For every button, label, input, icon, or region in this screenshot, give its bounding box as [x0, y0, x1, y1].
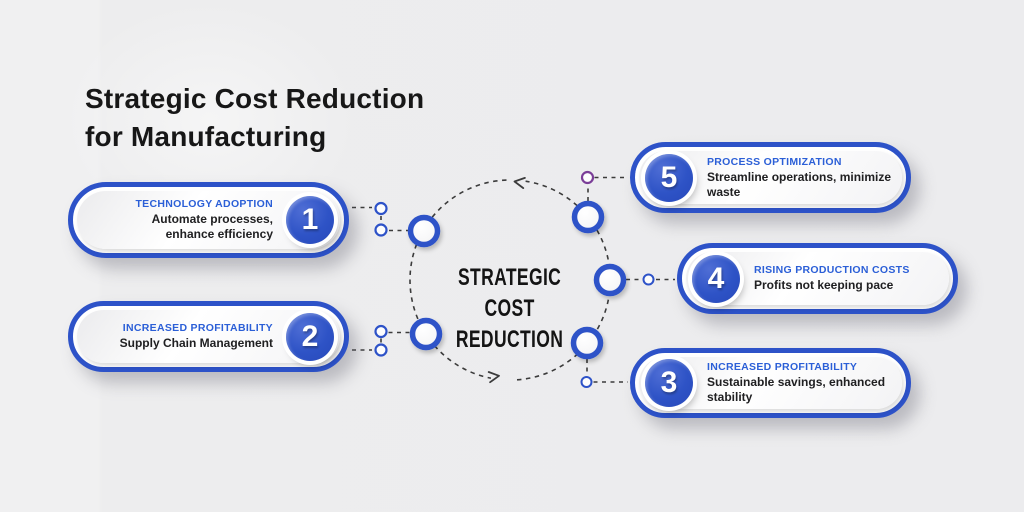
card-process-optimization: 5 PROCESS OPTIMIZATION Streamline operat… — [630, 142, 911, 213]
card-text-block: TECHNOLOGY ADOPTION Automate processes, … — [135, 198, 273, 242]
step-number-badge: 2 — [286, 312, 334, 361]
purple-dot — [580, 170, 595, 185]
node-step-1 — [407, 214, 441, 248]
step-number-badge: 3 — [645, 359, 693, 407]
card-increased-profitability-right: 3 INCREASED PROFITABILITY Sustainable sa… — [630, 348, 911, 418]
card-surface: TECHNOLOGY ADOPTION Automate processes, … — [77, 191, 340, 249]
blue-dot — [580, 376, 593, 388]
step-number-badge: 4 — [692, 254, 740, 303]
card-text-block: RISING PRODUCTION COSTS Profits not keep… — [754, 264, 910, 293]
card-subtitle: Profits not keeping pace — [754, 278, 894, 292]
blue-dot — [374, 343, 388, 357]
card-title: RISING PRODUCTION COSTS — [754, 264, 910, 276]
card-surface: 4 RISING PRODUCTION COSTS Profits not ke… — [686, 252, 949, 305]
card-text-block: PROCESS OPTIMIZATION Streamline operatio… — [707, 156, 891, 200]
page-title: Strategic Cost Reduction for Manufacturi… — [85, 83, 425, 152]
dashed-connectors — [352, 176, 675, 383]
blue-dot — [642, 273, 655, 286]
node-step-5 — [571, 200, 605, 234]
card-subtitle: Sustainable savings, enhanced stability — [707, 375, 886, 404]
card-title: PROCESS OPTIMIZATION — [707, 155, 842, 168]
card-title: INCREASED PROFITABILITY — [707, 361, 858, 373]
circle-nodes — [407, 200, 627, 360]
card-increased-profitability-left: INCREASED PROFITABILITY Supply Chain Man… — [68, 301, 349, 372]
node-step-3 — [570, 326, 604, 360]
center-label-text: STRATEGIC COST REDUCTION — [456, 264, 564, 353]
blue-dot — [374, 201, 388, 216]
step-number-badge: 5 — [645, 153, 693, 202]
card-text-block: INCREASED PROFITABILITY Sustainable savi… — [707, 361, 885, 405]
card-surface: INCREASED PROFITABILITY Supply Chain Man… — [77, 310, 340, 363]
blue-dot — [374, 223, 388, 237]
node-step-2 — [409, 317, 443, 351]
card-technology-adoption: TECHNOLOGY ADOPTION Automate processes, … — [68, 182, 349, 258]
card-title: TECHNOLOGY ADOPTION — [135, 198, 273, 210]
card-text-block: INCREASED PROFITABILITY Supply Chain Man… — [120, 322, 273, 351]
card-subtitle: Supply Chain Management — [119, 336, 273, 350]
arrow-left-icon — [513, 176, 526, 190]
card-subtitle: Automate processes, enhance efficiency — [151, 212, 273, 241]
card-title: INCREASED PROFITABILITY — [122, 322, 273, 334]
card-surface: 5 PROCESS OPTIMIZATION Streamline operat… — [639, 151, 902, 204]
node-step-4 — [593, 263, 627, 297]
card-rising-production-costs: 4 RISING PRODUCTION COSTS Profits not ke… — [677, 243, 958, 314]
card-surface: 3 INCREASED PROFITABILITY Sustainable sa… — [639, 357, 902, 409]
blue-dot — [374, 324, 388, 339]
center-diagram-label: STRATEGIC COST REDUCTION — [420, 231, 600, 355]
step-number-badge: 1 — [286, 196, 334, 244]
connector-dots — [374, 170, 655, 388]
card-subtitle: Streamline operations, minimize waste — [707, 169, 892, 199]
arrow-right-icon — [487, 371, 500, 384]
